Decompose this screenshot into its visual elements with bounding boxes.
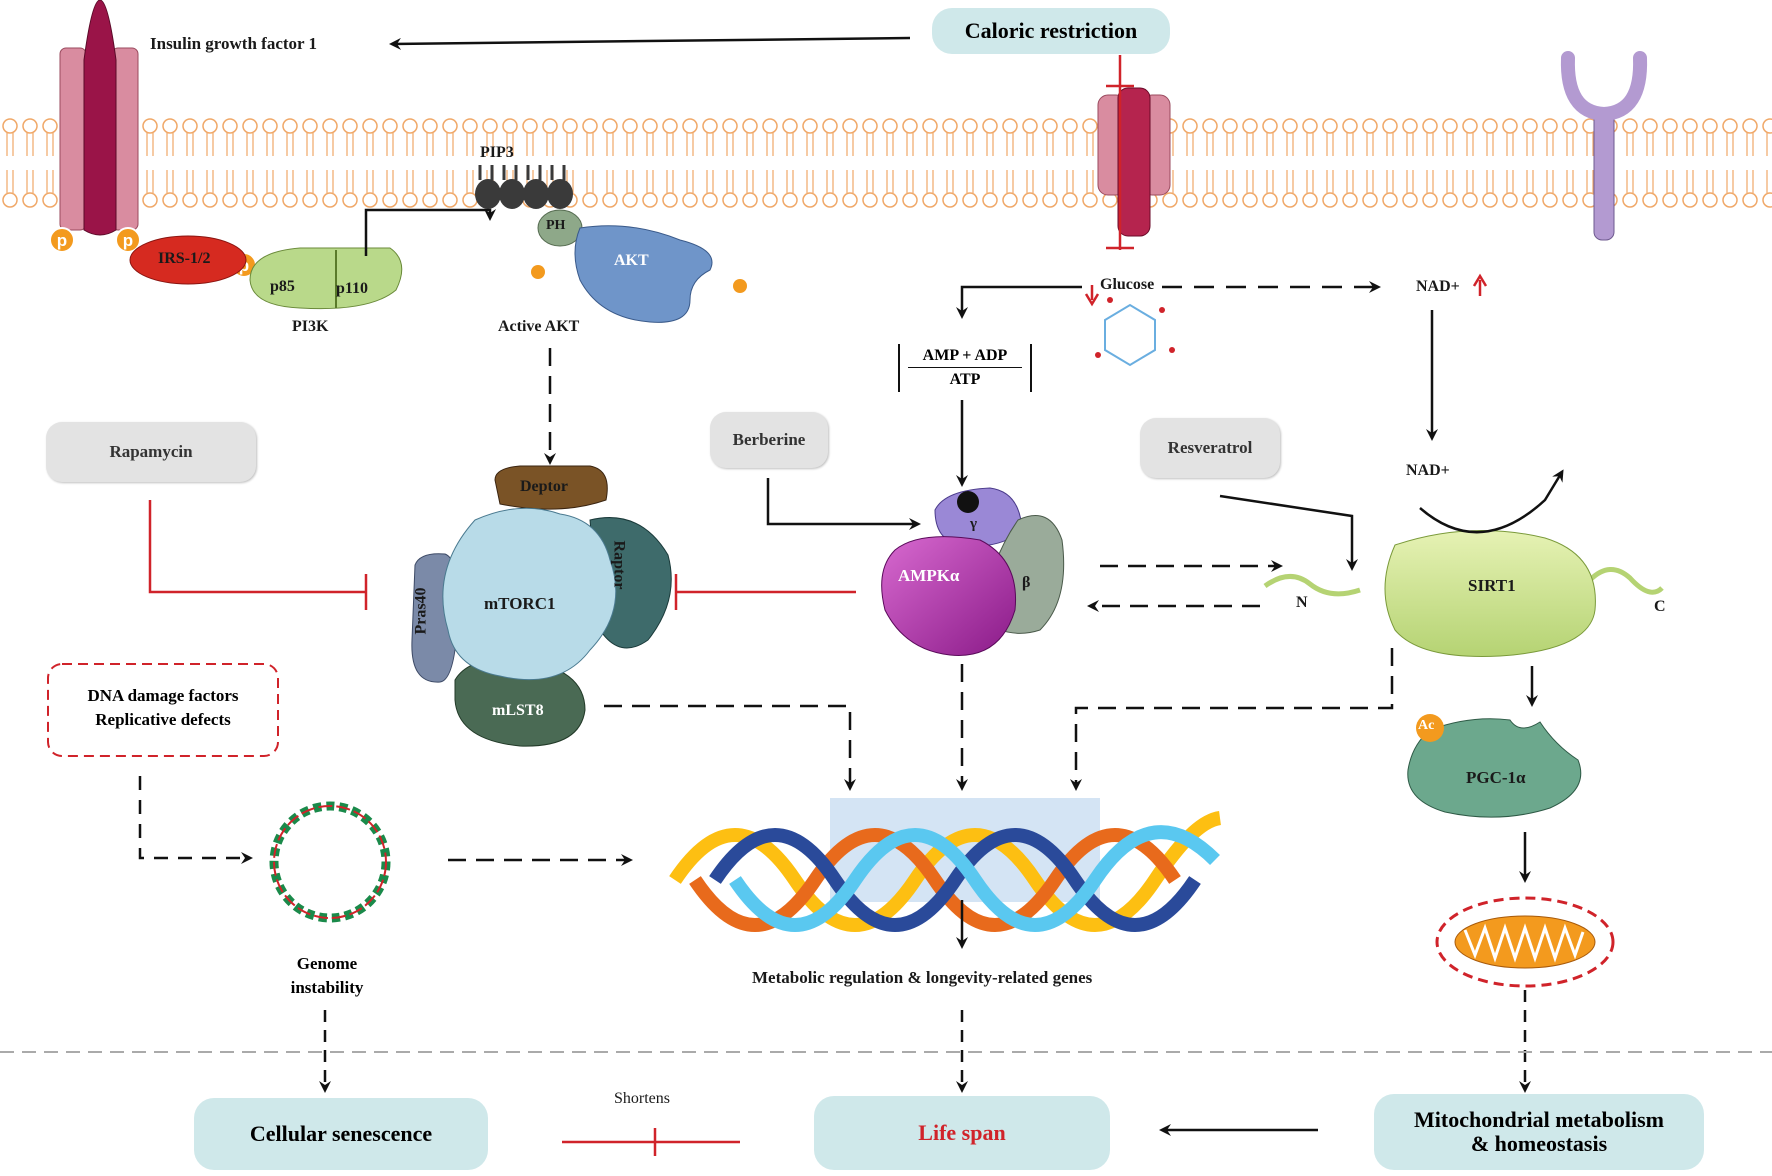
pi3k-complex [249,247,403,310]
mtorc1-complex [411,465,672,747]
mitochondrial-metabolism-box: Mitochondrial metabolism & homeostasis [1374,1094,1704,1170]
cell-membrane [2,118,1772,208]
membrane-receptor-icon [1560,51,1648,241]
p85-label: p85 [270,278,295,295]
pras40-label: Pras40 [412,587,430,635]
ratio-numerator: AMP + ADP [908,344,1022,368]
mlst8-label: mLST8 [492,702,544,719]
ratio-denominator: ATP [949,371,981,388]
lifespan-box: Life span [814,1096,1110,1170]
berberine-box: Berberine [710,412,828,468]
sirt1-protein [1263,530,1664,657]
pi3k-label: PI3K [292,318,329,335]
acetyl-label: Ac [1418,718,1435,733]
mito-line2: & homeostasis [1470,1131,1608,1156]
nad-consumption-arrow [1419,469,1564,534]
ampk-complex [881,487,1065,656]
mtorc1-label: mTORC1 [484,594,556,613]
p110-label: p110 [336,280,369,297]
rapamycin-box: Rapamycin [46,422,256,482]
ampk-beta-label: β [1022,574,1031,591]
nad-mid-label: NAD+ [1406,462,1450,479]
genome-chromatin-icon [269,801,391,923]
sirt1-label: SIRT1 [1468,576,1516,595]
genome-line2: instability [290,978,364,997]
igf1-label: Insulin growth factor 1 [150,34,318,53]
irs-protein [129,235,247,285]
inhibition-lines [148,55,1488,1156]
igf1-receptor [59,0,139,236]
mitochondrion-icon [1435,896,1615,988]
deptor-label: Deptor [520,478,568,495]
pathway-arrows [138,36,1538,1136]
dna-helix [669,798,1222,932]
pip3-lipids [475,165,573,209]
genome-line1: Genome [296,954,358,973]
active-akt-label: Active AKT [498,318,580,335]
raptor-label: Raptor [610,540,628,590]
ph-label: PH [546,218,566,233]
mito-line1: Mitochondrial metabolism [1414,1107,1664,1132]
sirt1-n-terminus: N [1296,594,1308,611]
glucose-label: Glucose [1100,276,1155,293]
pip3-label: PIP3 [480,144,514,161]
dna-damage-line2: Replicative defects [95,710,231,729]
ampk-alpha-label: AMPKα [898,566,960,585]
nad-top-label: NAD+ [1416,278,1460,295]
caloric-restriction-box: Caloric restriction [932,8,1170,54]
shortens-label: Shortens [614,1090,670,1107]
cellular-senescence-box: Cellular senescence [194,1098,488,1170]
dna-damage-text: DNA damage factors Replicative defects [48,684,278,732]
ampk-gamma-label: γ [970,516,978,532]
sirt1-c-terminus: C [1654,598,1666,615]
phospho-p-letter: p [123,231,133,250]
pgc1a-protein [1407,714,1582,818]
glucose-transporter [1097,87,1171,237]
genome-instability-label: Genome instability [262,952,392,1000]
genes-label: Metabolic regulation & longevity-related… [752,968,1093,987]
resveratrol-box: Resveratrol [1140,418,1280,478]
phospho-p-letter: p [57,231,67,250]
dna-damage-line1: DNA damage factors [87,686,239,705]
akt-label: AKT [614,252,649,269]
glucose-molecule-icon [1095,297,1175,367]
pgc1a-label: PGC-1α [1466,768,1526,787]
dna-damage-box [47,663,279,757]
akt-kinase [531,209,747,323]
irs-label: IRS-1/2 [158,250,211,267]
energy-ratio: AMP + ADP ATP [898,344,1032,392]
